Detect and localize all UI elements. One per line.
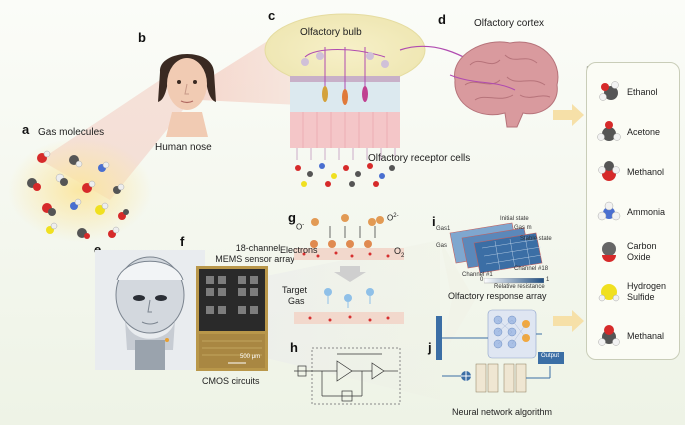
- gas-item-acetone: Acetone: [595, 117, 679, 147]
- gas-glow: [8, 138, 152, 242]
- ethanol-molecule-icon: [599, 81, 619, 101]
- gas-name: Hydrogen Sulfide: [627, 281, 667, 302]
- receptor-molecules: [295, 163, 395, 187]
- panel-letter-e: e: [94, 242, 102, 257]
- gas-item-hydrogen-sulfide: Hydrogen Sulfide: [595, 277, 679, 307]
- gas-name: Ethanol: [627, 86, 658, 97]
- robot-head-illustration: [95, 250, 205, 370]
- panel-letter-c: c: [268, 8, 276, 23]
- mems-label-line1: 18-channel: [235, 243, 281, 253]
- gas-molecules-label: Gas molecules: [38, 127, 105, 138]
- gas-item-methanal: Methanal: [595, 321, 679, 351]
- olfactory-cortex-label: Olfactory cortex: [474, 18, 545, 29]
- gas-name: Acetone: [627, 126, 661, 137]
- brain-illustration: [449, 41, 559, 128]
- panel-letter-f: f: [180, 234, 185, 249]
- gas-name: Methanol: [627, 166, 665, 177]
- neural-network-diagram: [436, 309, 564, 393]
- panel-letter-i: i: [432, 214, 436, 229]
- axis-initial-state: Initial state: [500, 216, 529, 222]
- chevron-shape: [440, 240, 475, 360]
- o-minus-label: O-: [296, 222, 305, 232]
- gas-name: Methanal: [627, 330, 665, 341]
- gas-label: Gas: [288, 296, 305, 306]
- response-heatmap-stack: [449, 222, 543, 273]
- axis-channel-18: Channel #18: [514, 266, 549, 272]
- carbon-oxide-molecule-icon: [602, 242, 616, 262]
- colorbar-max: 1: [546, 277, 550, 283]
- olfactory-response-array-label: Olfactory response array: [448, 291, 547, 301]
- scale-bar-label: 500 μm: [240, 354, 261, 360]
- olfactory-epithelium-illustration: [290, 47, 400, 160]
- gas-name: Ammonia: [627, 206, 666, 217]
- output-label: Output: [541, 353, 560, 359]
- axis-gas-m: Gas m: [514, 225, 532, 231]
- o2-label: O2: [394, 246, 405, 259]
- axis-gas: Gas: [436, 243, 448, 249]
- gas-item-ammonia: Ammonia: [595, 197, 679, 227]
- cmos-circuits-label: CMOS circuits: [202, 376, 260, 386]
- ammonia-molecule-icon: [597, 201, 621, 221]
- colorbar-min: 0: [480, 277, 484, 283]
- arrow-right-icon: [553, 104, 584, 126]
- methanol-molecule-icon: [598, 161, 620, 181]
- axis-gas1: Gas1: [436, 226, 451, 232]
- panel-letter-g: g: [288, 210, 296, 225]
- neural-network-algorithm-label: Neural network algorithm: [452, 407, 553, 417]
- methanal-molecule-icon: [598, 325, 620, 346]
- mems-label-line2: MEMS sensor array: [215, 254, 295, 264]
- gas-item-methanol: Methanol: [595, 157, 679, 187]
- colorbar-label: Relative resistance: [494, 284, 545, 290]
- panel-letter-j: j: [428, 340, 432, 355]
- gas-molecule-cloud: [27, 150, 129, 239]
- human-nose-label: Human nose: [155, 142, 212, 153]
- colorbar: [484, 278, 544, 284]
- mems-chip-photo: [196, 266, 268, 371]
- gas-name: Carbon Oxide: [627, 241, 657, 262]
- molecule-cluster: [27, 150, 129, 239]
- gas-item-carbon-oxide: Carbon Oxide: [595, 237, 679, 267]
- o2-minus-label: O2-: [387, 213, 399, 223]
- arrow-right-icon: [553, 310, 584, 332]
- target-label: Target: [282, 285, 308, 295]
- circuit-schematic: [294, 347, 401, 405]
- panel-letter-b: b: [138, 30, 146, 45]
- sensing-mechanism-diagram: [294, 214, 404, 324]
- gas-list-panel: Ethanol Acetone Methanol Ammonia Carbon …: [586, 62, 680, 360]
- heatmap-layer: [449, 222, 543, 273]
- electrons-label: Electrons: [280, 245, 318, 255]
- axis-channel-1: Channel #1: [462, 272, 493, 278]
- gas-item-ethanol: Ethanol: [595, 77, 679, 107]
- panel-letter-d: d: [438, 12, 446, 27]
- panel-letter-a: a: [22, 122, 30, 137]
- olfactory-receptor-cells-label: Olfactory receptor cells: [368, 153, 471, 164]
- panel-letter-h: h: [290, 340, 298, 355]
- hydrogen-sulfide-molecule-icon: [598, 284, 620, 302]
- acetone-molecule-icon: [597, 121, 621, 141]
- human-face-illustration: [158, 53, 216, 137]
- axis-stable-state: Stable state: [520, 236, 552, 242]
- olfactory-bulb-label: Olfactory bulb: [300, 27, 362, 38]
